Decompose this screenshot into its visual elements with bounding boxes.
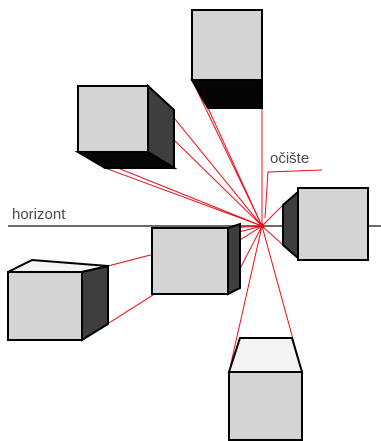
- vanishing-point-marker: [259, 223, 265, 229]
- vanishing-point-label: očište: [270, 150, 309, 167]
- box-center: [151, 222, 241, 296]
- box-right: [282, 187, 369, 261]
- horizon-label: horizont: [12, 206, 66, 223]
- box-lower-left: [7, 258, 109, 342]
- box-bottom: [227, 337, 304, 441]
- vanishing-point-leader: [264, 169, 323, 219]
- box-upper-left: [74, 83, 178, 170]
- box-top: [190, 9, 263, 109]
